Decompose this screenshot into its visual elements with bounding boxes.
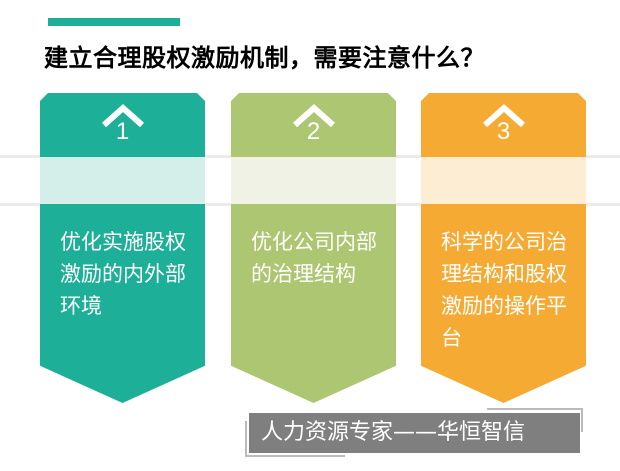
card-1-band xyxy=(40,157,205,204)
card-text: 优化实施股权激励的内外部环境 xyxy=(60,230,186,318)
footer-frame-line xyxy=(487,408,583,432)
chevron-up-icon xyxy=(292,103,335,127)
card-number: 3 xyxy=(496,118,511,145)
page-title: 建立合理股权激励机制，需要注意什么？ xyxy=(44,44,485,72)
chevron-up-icon xyxy=(101,103,144,127)
card-2-band xyxy=(231,157,396,204)
card-3-band xyxy=(421,157,586,204)
accent-bar xyxy=(48,18,180,26)
card-2: 2 优化公司内部的治理结构 xyxy=(231,93,396,403)
card-text: 科学的公司治理结构和股权激励的操作平台 xyxy=(441,230,567,350)
footer-label: 人力资源专家——华恒智信 xyxy=(249,413,580,453)
card-number: 1 xyxy=(115,118,130,145)
card-1: 1 优化实施股权激励的内外部环境 xyxy=(40,93,205,403)
card-text: 优化公司内部的治理结构 xyxy=(251,230,377,286)
card-number: 2 xyxy=(306,118,321,145)
card-3: 3 科学的公司治理结构和股权激励的操作平台 xyxy=(421,93,586,403)
chevron-up-icon xyxy=(482,103,525,127)
footer-frame-line xyxy=(245,421,345,457)
